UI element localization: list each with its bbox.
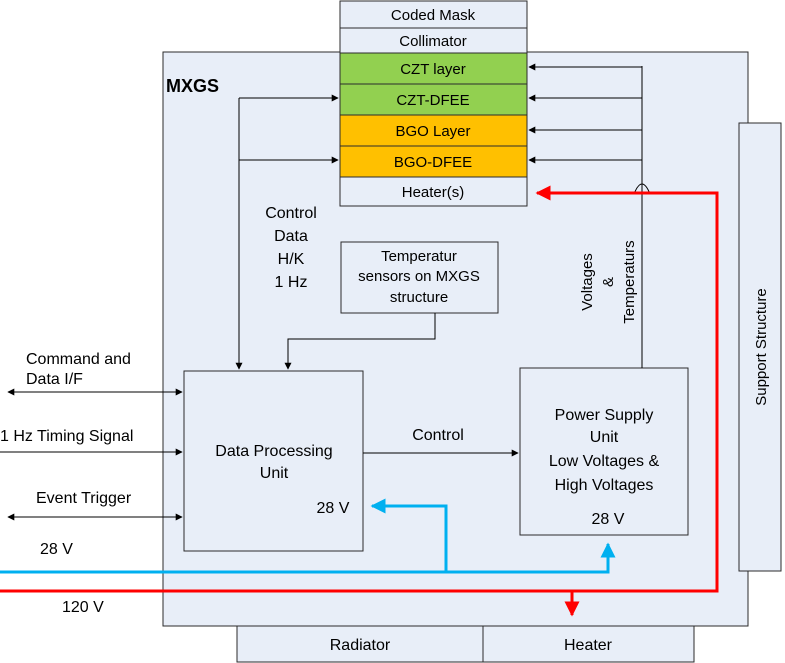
dpu-voltage: 28 V: [317, 500, 350, 517]
collimator-label: Collimator: [399, 33, 467, 50]
control-data-line-4: 1 Hz: [275, 274, 308, 291]
control-data-line-1: Control: [265, 205, 317, 222]
command-label-line-2: Data I/F: [26, 371, 83, 388]
psu-line-1: Power Supply: [555, 407, 654, 424]
temperaturs-label: Temperaturs: [621, 240, 638, 323]
supply-28v-dpu-branch: [370, 498, 448, 572]
command-label-line-1: Command and: [26, 351, 131, 368]
power-supply-unit-box: [519, 367, 689, 536]
heaters-label: Heater(s): [402, 184, 465, 201]
feed-crossover-hop: [633, 183, 651, 195]
supply-120v-line: [0, 185, 719, 593]
temperature-sensors-line-1: Temperatur: [381, 248, 457, 265]
dpu-line-2: Unit: [260, 465, 289, 482]
temp-sensor-link: [284, 313, 436, 370]
detector-stack: Coded Mask Collimator CZT layer CZT-DFEE…: [339, 0, 528, 207]
collimator-box: [339, 27, 528, 54]
bgo-dfee-box: [339, 145, 528, 178]
temperature-sensors-box: [340, 241, 499, 314]
data-processing-unit-box: [183, 370, 364, 552]
supply-28v-line: [0, 542, 616, 574]
psu-line-4: High Voltages: [555, 477, 654, 494]
dpu-line-1: Data Processing: [215, 443, 332, 460]
event-trigger-label: Event Trigger: [36, 490, 132, 507]
heater-label: Heater: [564, 637, 613, 654]
temperature-sensors-line-2: sensors on MXGS: [358, 268, 480, 285]
czt-dfee-label: CZT-DFEE: [396, 92, 469, 109]
temperature-sensors-line-3: structure: [390, 289, 448, 306]
radiator-label: Radiator: [330, 637, 391, 654]
czt-layer-label: CZT layer: [400, 61, 466, 78]
control-data-line-2: Data: [274, 228, 308, 245]
heaters-box: [339, 176, 528, 207]
psu-line-2: Unit: [590, 429, 619, 446]
ampersand-label: &: [600, 277, 617, 287]
heater-box: [482, 625, 695, 663]
supply-28v-label: 28 V: [40, 541, 73, 558]
voltages-label: Voltages: [579, 253, 596, 311]
control-label: Control: [412, 427, 464, 444]
mxgs-title: MXGS: [166, 76, 219, 96]
czt-dfee-box: [339, 83, 528, 116]
support-structure-label: Support Structure: [753, 288, 770, 406]
control-data-line-3: H/K: [278, 251, 305, 268]
bgo-dfee-label: BGO-DFEE: [394, 154, 472, 171]
timing-label: 1 Hz Timing Signal: [0, 428, 133, 445]
coded-mask-label: Coded Mask: [391, 7, 476, 24]
radiator-box: [236, 625, 484, 663]
support-structure-box: [738, 122, 782, 572]
psu-voltage: 28 V: [592, 511, 625, 528]
bgo-layer-label: BGO Layer: [395, 123, 470, 140]
psu-line-3: Low Voltages &: [549, 453, 660, 470]
supply-120v-label: 120 V: [62, 599, 104, 616]
